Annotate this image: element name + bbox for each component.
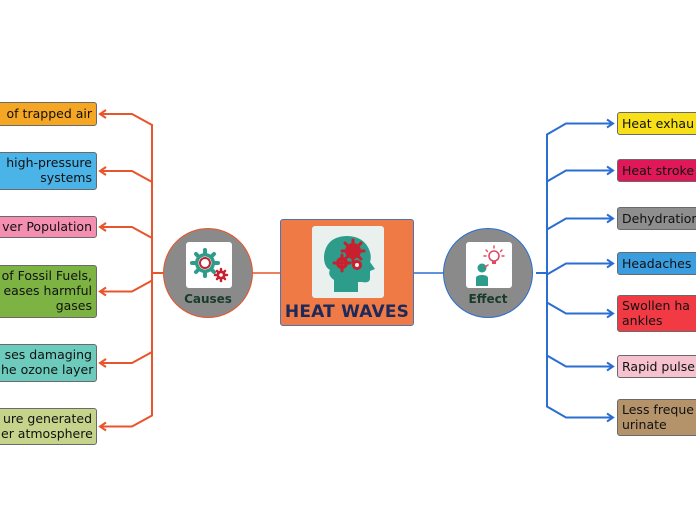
item-text-line: ankles (622, 313, 663, 328)
item-text-line: Rapid pulse (622, 359, 695, 374)
item-text-line: Heat exhau (622, 116, 694, 131)
item-text-line: Heat stroke (622, 163, 695, 178)
cause-connector (100, 113, 163, 274)
item-text-line: Dehydration (622, 211, 696, 226)
item-text-line: Less freque (622, 402, 694, 417)
effect-connectors (536, 118, 615, 423)
item-text-line: he ozone layer (1, 362, 94, 377)
effect-item[interactable]: Headaches (617, 252, 696, 275)
effect-arrowhead (606, 258, 615, 269)
cause-arrowhead (98, 166, 107, 176)
head-with-gears-icon (312, 226, 384, 298)
cause-arrowhead (98, 358, 107, 368)
central-topic[interactable]: HEAT WAVES (280, 219, 414, 326)
effect-arrowhead (606, 165, 615, 176)
cause-connector (100, 272, 163, 428)
item-text-line: of trapped air (6, 106, 92, 121)
causes-connectors (98, 109, 163, 432)
effect-arrowhead (606, 213, 615, 224)
effect-arrowhead (606, 118, 615, 129)
causes-node[interactable]: Causes (163, 228, 253, 318)
cause-arrowhead (98, 109, 107, 119)
cause-arrowhead (98, 286, 107, 297)
cause-connector (100, 272, 163, 364)
item-text-line: Headaches (622, 256, 692, 271)
item-text-line: high-pressure (6, 155, 92, 170)
item-text-line: urinate (622, 417, 667, 432)
cause-connector (100, 272, 163, 293)
item-text-line: er atmosphere (1, 426, 93, 441)
item-text-line: ver Population (2, 219, 92, 234)
effect-label: Effect (468, 292, 508, 306)
effect-item[interactable]: Heat exhau (617, 112, 696, 135)
causes-label: Causes (184, 292, 232, 306)
cause-arrowhead (98, 421, 107, 432)
cause-connector (100, 170, 163, 274)
item-text-line: ses damaging (4, 347, 92, 362)
cause-item[interactable]: ver Population (0, 216, 97, 238)
effect-arrowhead (606, 308, 615, 319)
effect-arrowhead (606, 412, 615, 423)
item-text-line: ure generated (2, 411, 92, 426)
effect-item[interactable]: Dehydration (617, 207, 696, 230)
effect-arrowhead (606, 361, 615, 372)
person-with-lightbulb-icon (466, 242, 512, 288)
item-text-line: Swollen ha (622, 298, 690, 313)
cause-arrowhead (98, 222, 107, 232)
effect-item[interactable]: Rapid pulse (617, 355, 696, 378)
central-title: HEAT WAVES (284, 302, 410, 322)
cause-connector (100, 226, 163, 274)
effect-item[interactable]: Heat stroke (617, 159, 696, 182)
item-text-line: eases harmful (3, 283, 92, 298)
item-text-line: gases (55, 298, 92, 313)
effect-connector (536, 272, 613, 419)
cause-item[interactable]: of trapped air (0, 102, 97, 126)
effect-node[interactable]: Effect (443, 228, 533, 318)
item-text-line: systems (40, 170, 92, 185)
gears-icon (186, 242, 232, 288)
item-text-line: of Fossil Fuels, (1, 268, 92, 283)
